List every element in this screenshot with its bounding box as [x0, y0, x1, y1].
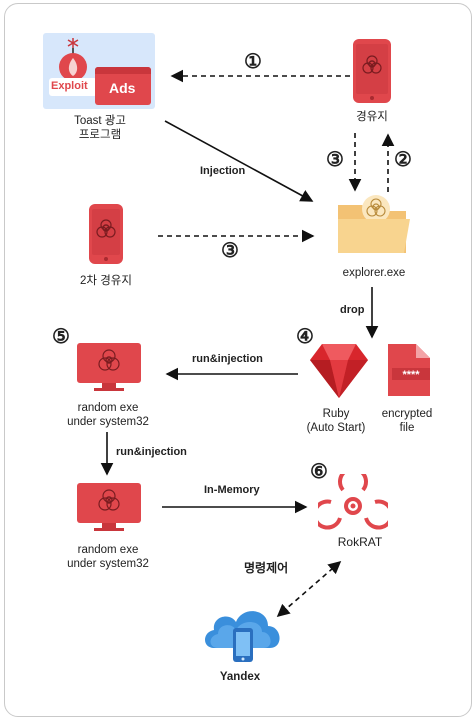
step-3-marker-a: ③ [326, 149, 344, 171]
random2-label: random exe under system32 [67, 544, 149, 570]
relay-phone-icon [353, 39, 391, 103]
random1-label: random exe under system32 [67, 402, 149, 428]
ruby-gem-icon [310, 344, 368, 398]
encrypted-file-icon: **** [388, 344, 430, 396]
step-6-marker: ⑥ [310, 461, 328, 483]
edge-command-control [276, 560, 342, 618]
step-5-marker: ⑤ [52, 326, 70, 348]
step-3-marker-b: ③ [221, 240, 239, 262]
encrypted-mask-text: **** [402, 369, 420, 381]
biohazard-icon [318, 474, 388, 530]
monitor-icon-1 [77, 343, 141, 391]
step-4-marker: ④ [296, 326, 314, 348]
monitor-icon-2 [77, 483, 141, 531]
folder-icon [338, 195, 410, 253]
yandex-label: Yandex [219, 671, 261, 683]
encrypted-label: encrypted file [381, 408, 433, 434]
command-control-label: 명령제어 [244, 561, 289, 575]
bomb-icon [59, 38, 87, 81]
run-injection-label-2: run&injection [116, 446, 187, 458]
relay-label: 경유지 [356, 111, 388, 123]
rokrat-label: RokRAT [337, 535, 383, 549]
toast-node: Exploit Ads [43, 33, 155, 109]
edge-injection [164, 120, 314, 202]
cloud-icon [205, 611, 280, 662]
explorer-label: explorer.exe [342, 267, 406, 279]
step-1-marker: ① [244, 51, 262, 73]
injection-label: Injection [200, 165, 246, 177]
relay2-phone-icon [89, 204, 123, 264]
relay2-label: 2차 경유지 [80, 275, 132, 287]
exploit-text: Exploit [51, 80, 88, 92]
ruby-label: Ruby (Auto Start) [306, 408, 366, 434]
in-memory-label: In-Memory [204, 484, 260, 496]
exploit-badge [49, 78, 97, 96]
ads-text: Ads [109, 80, 136, 96]
ads-window: Ads [95, 67, 151, 105]
drop-label: drop [340, 304, 365, 316]
step-2-marker: ② [394, 149, 412, 171]
run-injection-label-1: run&injection [192, 353, 263, 365]
toast-label: Toast 광고 프로그램 [74, 115, 126, 141]
